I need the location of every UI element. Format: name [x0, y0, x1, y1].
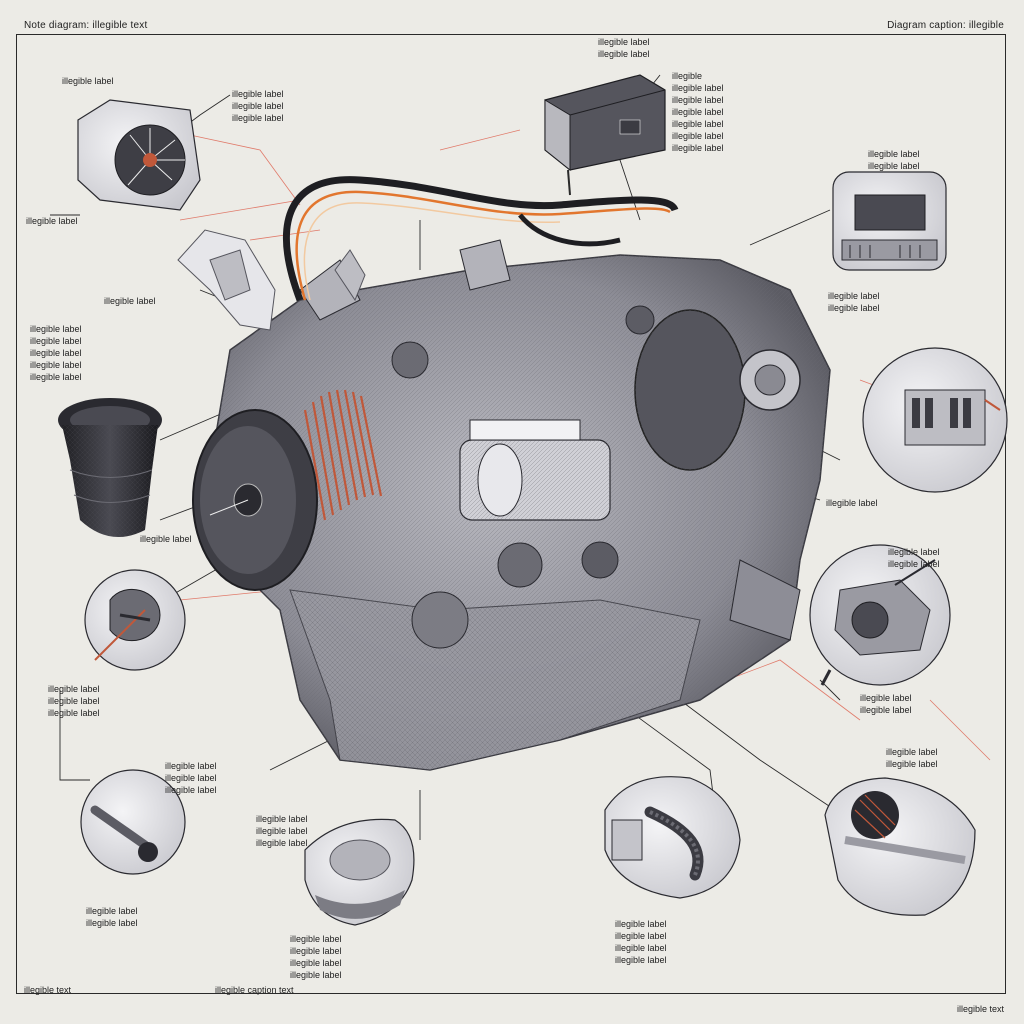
callout-bottom-left: illegible label illegible label — [86, 906, 138, 928]
callout-connector-side: illegible illegible label illegible labe… — [672, 71, 724, 153]
callout-connector-top: illegible label illegible label — [598, 37, 650, 59]
callout-bottom-center: illegible label illegible label illegibl… — [290, 934, 342, 980]
footer-left: illegible text — [24, 985, 72, 995]
callout-display-below: illegible label illegible label — [828, 291, 880, 313]
right-gear-detail-icon — [862, 347, 1008, 493]
diagram-frame — [16, 34, 1006, 994]
callout-cap-label: illegible label — [140, 534, 192, 544]
connector-block-icon — [544, 74, 666, 196]
callout-plug-detail: illegible label illegible label illegibl… — [165, 761, 217, 795]
callout-top-left-note: illegible label illegible label illegibl… — [232, 89, 284, 123]
footer-right: illegible text — [956, 1004, 1004, 1014]
callout-bottom-right: illegible label illegible label illegibl… — [615, 919, 667, 965]
callout-left-detail-below: illegible label illegible label illegibl… — [48, 684, 100, 718]
right-linkage-detail-icon — [809, 544, 951, 686]
callout-bowl-detail: illegible label illegible label illegibl… — [256, 814, 308, 848]
rubber-cap-icon — [58, 398, 162, 538]
bowl-detail-icon — [304, 818, 415, 926]
callout-fan-housing: illegible label — [62, 76, 114, 86]
callout-left-list: illegible label illegible label illegibl… — [30, 324, 82, 382]
small-fitting-icon — [334, 249, 366, 302]
callout-display: illegible label illegible label — [868, 149, 920, 171]
coil-detail-icon — [84, 569, 186, 671]
display-module-icon — [832, 171, 947, 271]
callout-right-long: illegible label — [826, 498, 878, 508]
callout-bracket: illegible label — [104, 296, 156, 306]
callout-lower-right: illegible label illegible label — [886, 747, 938, 769]
bracket-icon — [177, 229, 276, 331]
callout-right-detail-below: illegible label illegible label — [860, 693, 912, 715]
callout-left-mid: illegible label — [26, 216, 78, 226]
hose-detail-icon — [604, 776, 741, 899]
motor-assembly-icon — [192, 239, 831, 771]
wiring-harness — [283, 176, 679, 302]
header-left-title: Note diagram: illegible text — [24, 20, 148, 31]
lower-right-detail-icon — [824, 777, 976, 916]
footer-center: illegible caption text — [215, 985, 294, 995]
header-right-title: Diagram caption: illegible — [887, 20, 1004, 31]
plug-detail-icon — [80, 769, 186, 875]
fan-housing-icon — [77, 99, 201, 211]
callout-right-detail: illegible label illegible label — [888, 547, 940, 569]
